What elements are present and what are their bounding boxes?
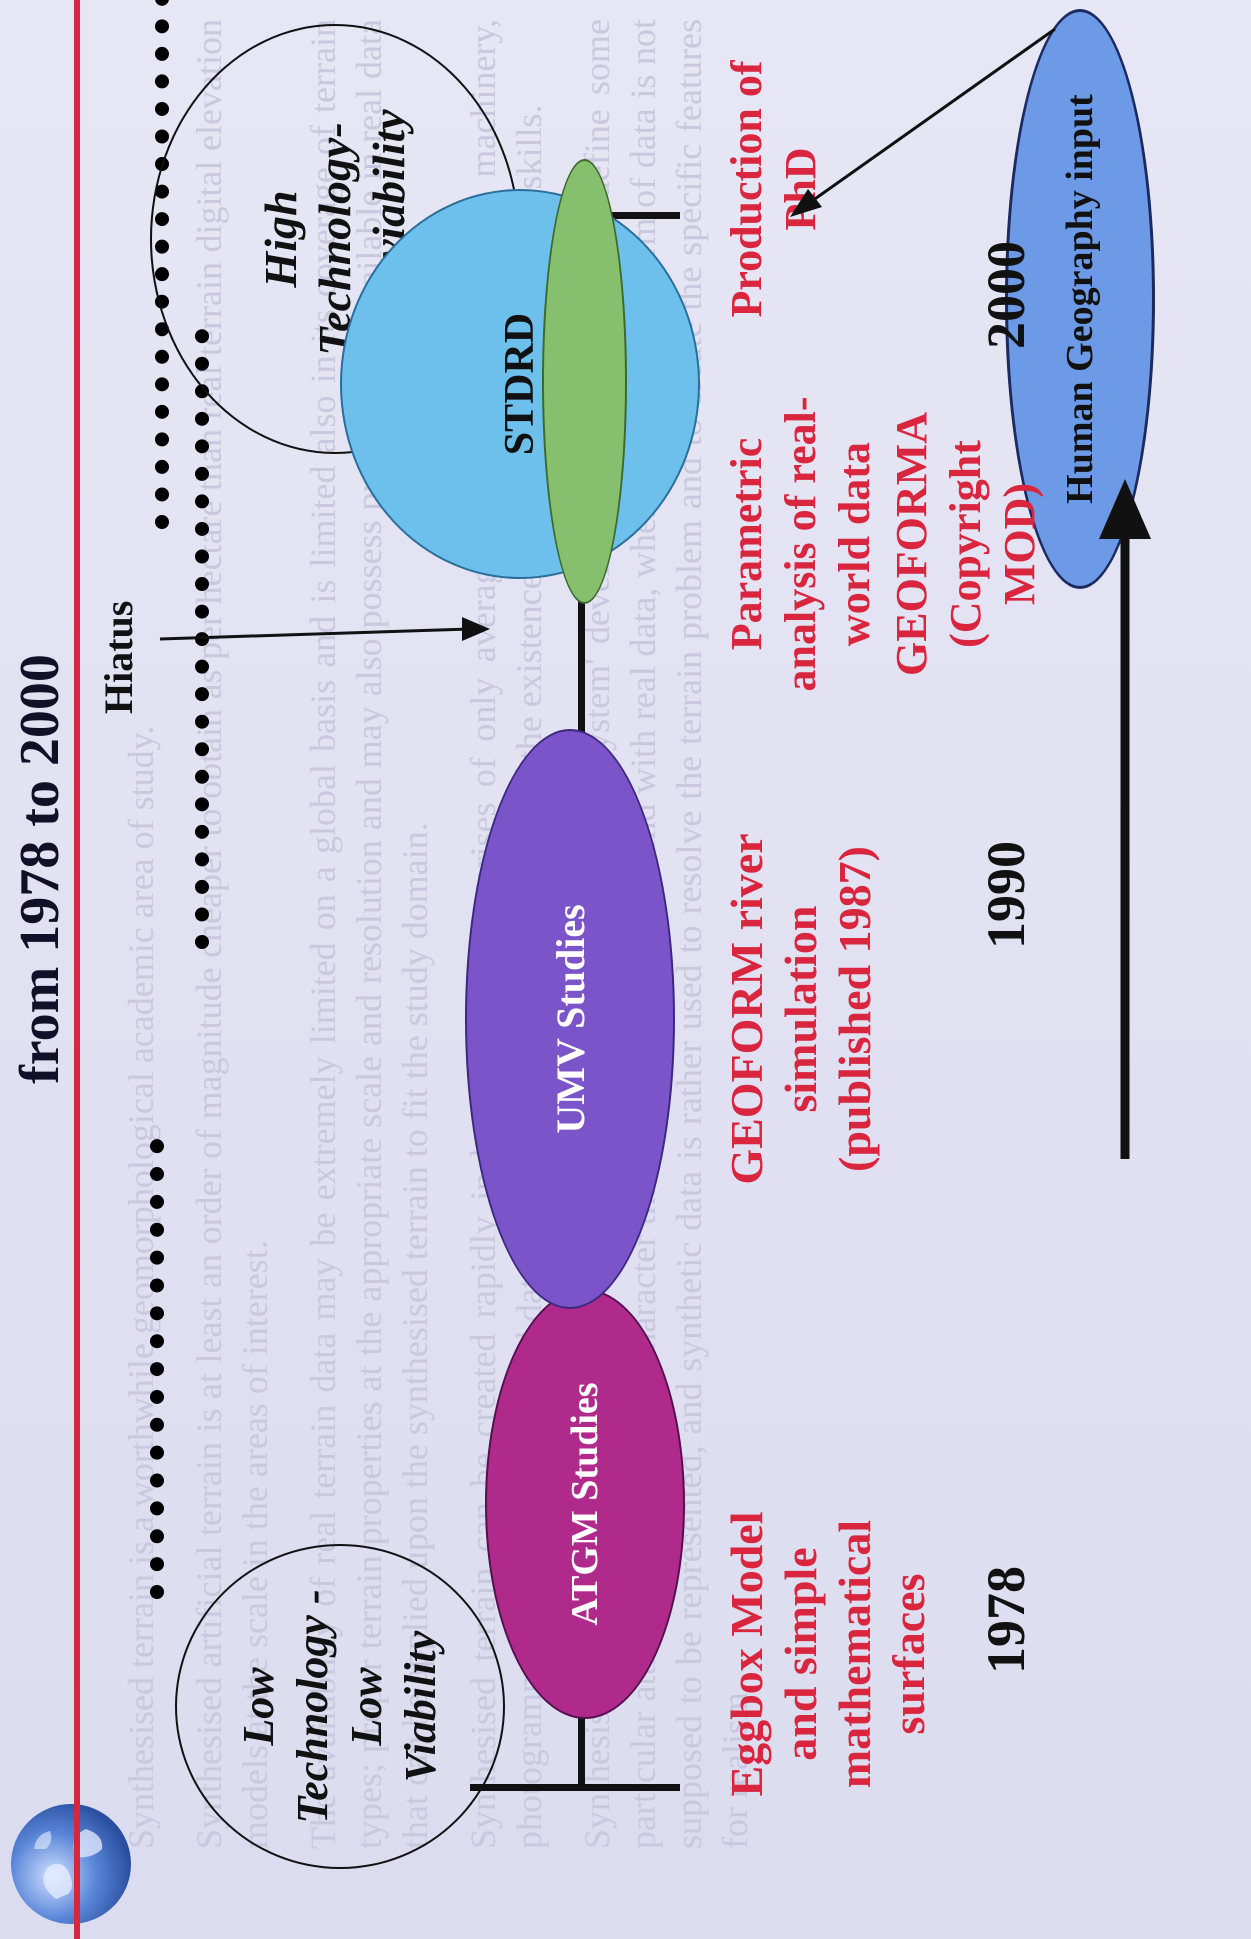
- hiatus-label: Hiatus: [96, 600, 141, 714]
- stdrd-ellipse: STDRD: [340, 189, 700, 579]
- year-1990: 1990: [976, 841, 1036, 949]
- hiatus-arrow: [159, 617, 490, 641]
- timeline-cap-start: [470, 1784, 680, 1791]
- year-1978: 1978: [976, 1566, 1036, 1674]
- atgm-studies-label: ATGM Studies: [564, 1382, 606, 1626]
- dotted-separator-1: [150, 1139, 164, 1599]
- human-geography-arrow: [790, 27, 1056, 217]
- phd-green-ellipse: [542, 159, 627, 604]
- stdrd-label: STDRD: [497, 312, 543, 456]
- geoforma-label: GEOFORMA (Copyright MOD): [887, 412, 1044, 676]
- globe-icon: [6, 1799, 136, 1929]
- eggbox-label: Eggbox Model and simple mathematical sur…: [721, 1511, 934, 1797]
- time-arrow: [1099, 479, 1151, 1159]
- umv-studies-label: UMV Studies: [547, 904, 593, 1134]
- low-technology-label: Low Technology - Low Viability: [234, 1589, 445, 1824]
- parametric-label: Parametric analysis of real-world data: [722, 396, 879, 692]
- divider-line: [74, 0, 80, 1939]
- umv-studies-ellipse: UMV Studies: [465, 729, 675, 1309]
- low-technology-circle: Low Technology - Low Viability: [175, 1544, 505, 1869]
- slide-title: from 1978 to 2000: [9, 654, 71, 1084]
- year-2000: 2000: [976, 241, 1036, 349]
- atgm-studies-ellipse: ATGM Studies: [485, 1289, 685, 1719]
- geoform-label: GEOFORM river simulation (published 1987…: [721, 833, 880, 1185]
